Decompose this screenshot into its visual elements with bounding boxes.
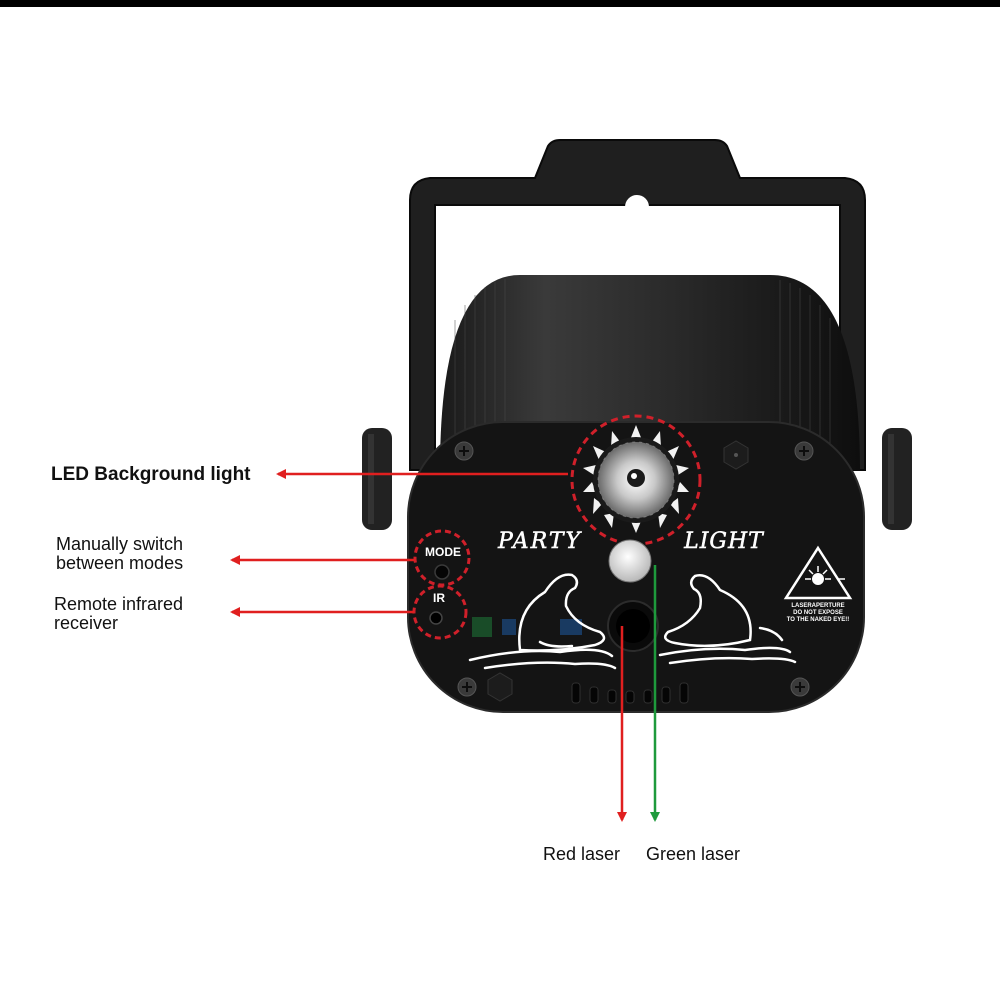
ir-receiver-callout-line-1: Remote infrared	[54, 594, 184, 614]
mode-switch-callout-line-1: Manually switch	[56, 534, 184, 554]
seal-artwork-right	[658, 574, 797, 665]
green-laser-aperture	[608, 539, 652, 583]
mode-button	[434, 564, 450, 580]
red-laser-callout: Red laser	[543, 844, 621, 864]
seal-artwork-left	[468, 573, 617, 670]
warning-line-1: LASERAPERTURE	[791, 603, 844, 609]
ir-receiver-callout-line-2: receiver	[54, 613, 119, 633]
led-background-light-callout: LED Background light	[51, 464, 251, 485]
mounting-bracket	[409, 139, 866, 471]
led-background-light	[583, 425, 689, 533]
mode-switch-callout: Manually switch between modes	[56, 535, 183, 573]
top-border	[0, 0, 1000, 7]
left-knob	[362, 428, 392, 530]
warning-line-2: DO NOT EXPOSE	[793, 610, 843, 616]
ir-receiver-callout: Remote infrared receiver	[54, 595, 183, 633]
warning-line-3: TO THE NAKED EYE!!	[787, 617, 850, 623]
brand-left-label: PARTY	[497, 529, 583, 554]
ir-receiver	[429, 611, 443, 625]
mode-switch-callout-line-2: between modes	[56, 553, 184, 573]
red-laser-aperture	[607, 600, 659, 652]
vent-slots	[571, 682, 689, 704]
ir-label: IR	[433, 591, 445, 605]
green-laser-callout: Green laser	[646, 844, 741, 864]
brand-right-label: LIGHT	[683, 529, 765, 554]
right-knob	[882, 428, 912, 530]
watermark	[472, 617, 582, 637]
mode-label: MODE	[425, 545, 461, 559]
laser-warning-triangle-icon	[783, 545, 853, 600]
